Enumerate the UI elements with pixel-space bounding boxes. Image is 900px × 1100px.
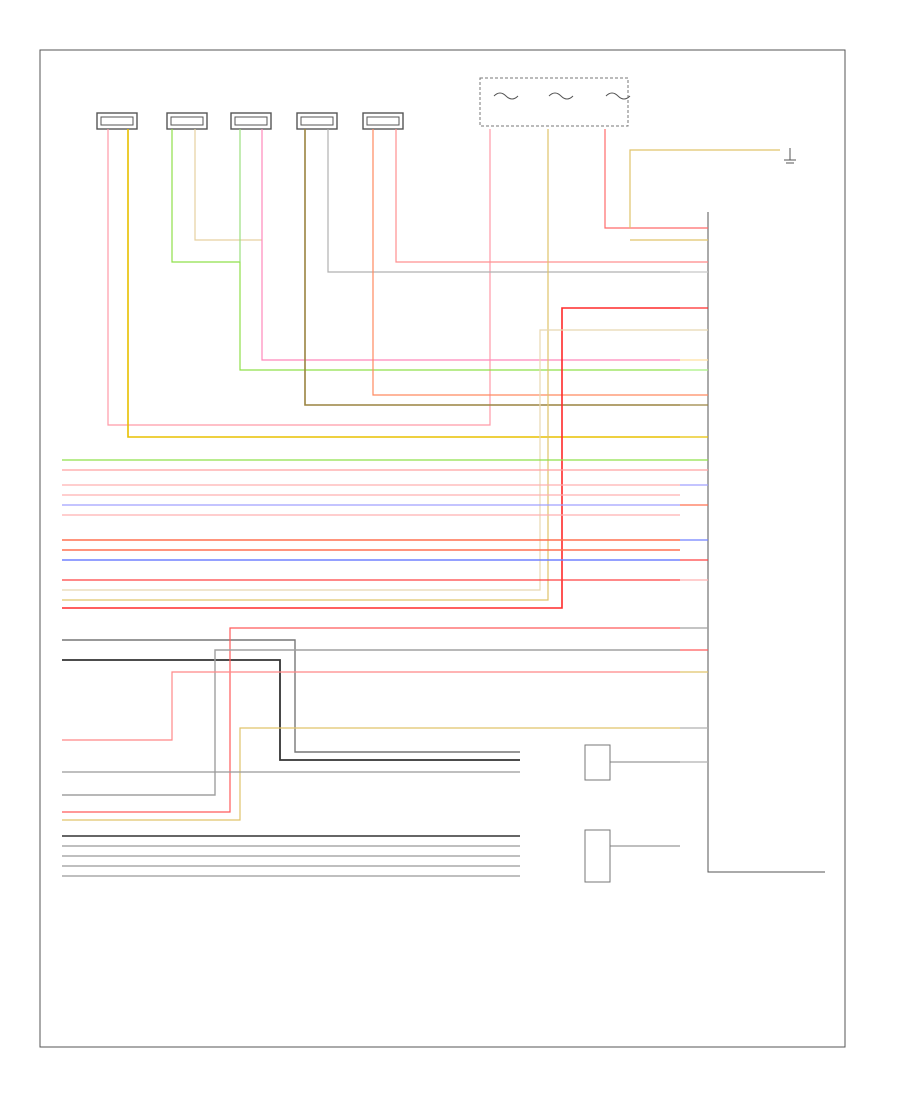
page-frame	[39, 49, 846, 1048]
wire	[194, 129, 262, 241]
wire	[62, 129, 549, 601]
connector-c1	[96, 112, 138, 130]
wire	[62, 307, 680, 609]
fuse-box	[479, 77, 631, 127]
fuse-f1	[493, 92, 519, 100]
connector-block-j2	[584, 829, 611, 883]
wire	[304, 129, 680, 406]
wire	[327, 129, 680, 273]
wire	[372, 129, 680, 396]
wires	[62, 129, 780, 877]
connector-c5	[362, 112, 404, 130]
wire	[629, 149, 780, 228]
fuse-f2	[548, 92, 574, 100]
wire	[171, 129, 680, 371]
wire	[62, 649, 680, 796]
top-components	[96, 112, 404, 130]
wire	[261, 129, 680, 361]
connector-block-j1	[584, 744, 611, 781]
module-pin-list	[680, 227, 708, 763]
connector-c4	[296, 112, 338, 130]
connector-c2	[166, 112, 208, 130]
wire	[604, 129, 680, 229]
wire	[62, 727, 680, 821]
wire	[107, 129, 491, 426]
wire	[62, 671, 680, 741]
wire	[395, 129, 680, 263]
ground-symbol	[784, 148, 796, 164]
connector-c3	[230, 112, 272, 130]
fuse-f3	[605, 92, 631, 100]
wire	[62, 627, 680, 813]
wire	[62, 659, 520, 761]
main-module	[680, 212, 825, 873]
wire	[62, 639, 520, 753]
wire	[127, 129, 680, 438]
